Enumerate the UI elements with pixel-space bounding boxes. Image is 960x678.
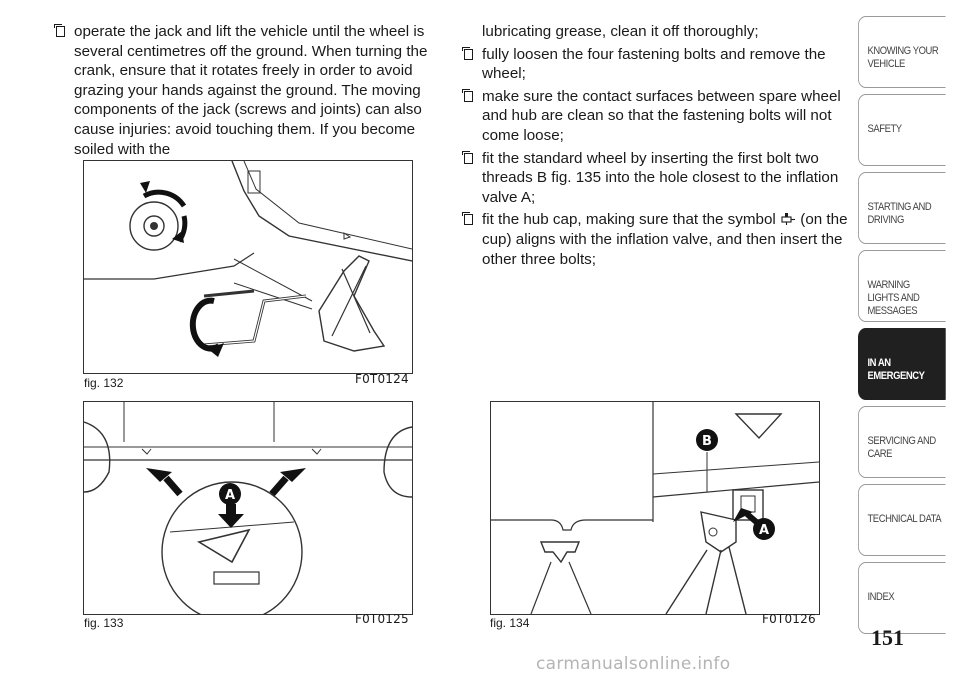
figure-code: F0T0126 bbox=[762, 612, 816, 626]
tab-servicing-and-care[interactable]: SERVICING AND CARE bbox=[858, 406, 946, 478]
figure-label: fig. 133 bbox=[84, 616, 124, 630]
tab-safety[interactable]: SAFETY bbox=[858, 94, 946, 166]
right-column: lubricating grease, clean it off thoroug… bbox=[462, 22, 856, 272]
page-number: 151 bbox=[871, 625, 904, 650]
instruction-text: fit the standard wheel by inserting the … bbox=[482, 149, 839, 206]
tab-knowing-your-vehicle[interactable]: KNOWING YOUR VEHICLE bbox=[858, 16, 946, 88]
instruction-bullet: operate the jack and lift the vehicle un… bbox=[54, 22, 454, 159]
tab-technical-data[interactable]: TECHNICAL DATA bbox=[858, 484, 946, 556]
instruction-text-end: (on the cup) aligns with the inflation v… bbox=[482, 211, 848, 268]
tab-in-an-emergency[interactable]: IN AN EMERGENCY bbox=[858, 328, 946, 400]
inflation-valve-icon bbox=[781, 213, 796, 226]
figure-code: F0T0124 bbox=[355, 372, 409, 386]
checkbox-bullet-icon bbox=[462, 212, 473, 226]
figure-label: fig. 132 bbox=[84, 376, 124, 390]
figure-jacking-point: A bbox=[83, 401, 413, 615]
callout-a-label: A bbox=[225, 488, 235, 503]
watermark: carmanualsonline.info bbox=[536, 654, 731, 674]
instruction-bullet: fully loosen the four fastening bolts an… bbox=[462, 45, 856, 84]
jack-seated-illustration: B A bbox=[491, 402, 819, 614]
figure-jack-crank bbox=[83, 160, 413, 374]
instruction-bullet: fit the hub cap, making sure that the sy… bbox=[462, 210, 856, 269]
instruction-text: make sure the contact surfaces between s… bbox=[482, 87, 841, 144]
checkbox-bullet-icon bbox=[462, 88, 473, 102]
figure-code: F0T0125 bbox=[355, 612, 409, 626]
checkbox-bullet-icon bbox=[54, 24, 65, 37]
tab-index[interactable]: INDEX bbox=[858, 562, 946, 634]
figure-label: fig. 134 bbox=[490, 616, 530, 630]
tab-starting-and-driving[interactable]: STARTING AND DRIVING bbox=[858, 172, 946, 244]
callout-a-label: A bbox=[759, 523, 769, 538]
jack-crank-illustration bbox=[84, 161, 412, 357]
checkbox-bullet-icon bbox=[462, 46, 473, 60]
instruction-text: fully loosen the four fastening bolts an… bbox=[482, 45, 826, 83]
figure-jack-seated: B A bbox=[490, 401, 820, 615]
instruction-text-start: fit the hub cap, making sure that the sy… bbox=[482, 211, 776, 229]
instruction-bullet: fit the standard wheel by inserting the … bbox=[462, 149, 856, 208]
jacking-point-illustration: A bbox=[84, 402, 412, 614]
instruction-text: operate the jack and lift the vehicle un… bbox=[74, 23, 428, 158]
continuation-text: lubricating grease, clean it off thoroug… bbox=[482, 23, 759, 40]
instruction-bullet: make sure the contact surfaces between s… bbox=[462, 87, 856, 146]
checkbox-bullet-icon bbox=[462, 150, 473, 164]
left-column: operate the jack and lift the vehicle un… bbox=[54, 22, 454, 162]
tab-warning-lights[interactable]: WARNING LIGHTS AND MESSAGES bbox=[858, 250, 946, 322]
callout-b-label: B bbox=[702, 434, 712, 449]
